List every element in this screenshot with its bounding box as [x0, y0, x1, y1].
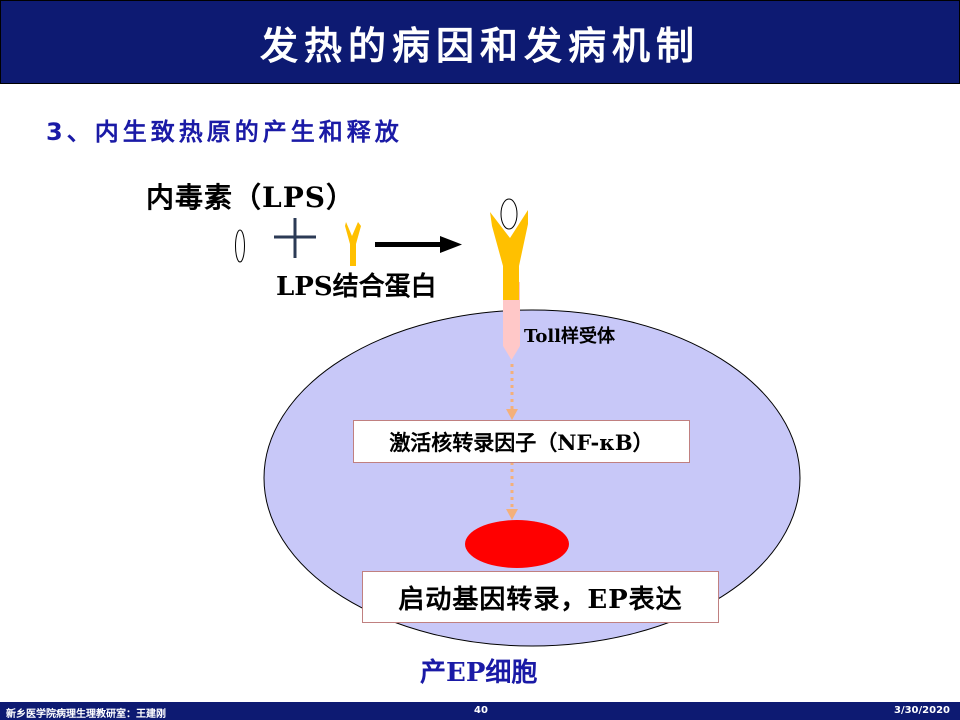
- lbp-protein-icon: [345, 222, 361, 266]
- nfkb-activation-box: 激活核转录因子（NF-κB）: [353, 420, 690, 463]
- lps-label: 内毒素（LPS）: [146, 181, 355, 214]
- title-bar: 发热的病因和发病机制: [0, 0, 960, 84]
- page-number: 40: [474, 705, 488, 716]
- signal-arrow-lower: [506, 462, 518, 520]
- transcription-box: 启动基因转录，EP表达: [362, 571, 719, 623]
- lps-lbp-complex-icon: [490, 210, 528, 300]
- slide-title: 发热的病因和发病机制: [259, 22, 700, 68]
- arrow-right-icon: [375, 236, 462, 253]
- section-heading: 3、内生致热原的产生和释放: [46, 118, 403, 146]
- transcription-label: 启动基因转录，EP表达: [398, 584, 683, 615]
- nucleus-ellipse: [465, 520, 569, 568]
- plus-icon: [274, 218, 316, 258]
- bound-lps-molecule-icon: [500, 198, 518, 230]
- lps-molecule-icon: [235, 229, 245, 263]
- footer-bar: 新乡医学院病理生理教研室：王建刚 40 3/30/2020: [0, 702, 960, 720]
- lbp-label: LPS结合蛋白: [276, 272, 437, 302]
- toll-receptor-icon: [503, 282, 520, 360]
- cell-ellipse: [263, 309, 801, 647]
- toll-receptor-label: Toll样受体: [524, 326, 616, 347]
- footer-department: 新乡医学院病理生理教研室：王建刚: [6, 709, 166, 720]
- nfkb-activation-label: 激活核转录因子（NF-κB）: [389, 429, 654, 455]
- signal-arrow-upper: [506, 364, 518, 420]
- ep-cell-label: 产EP细胞: [420, 658, 538, 688]
- footer-date: 3/30/2020: [893, 705, 950, 716]
